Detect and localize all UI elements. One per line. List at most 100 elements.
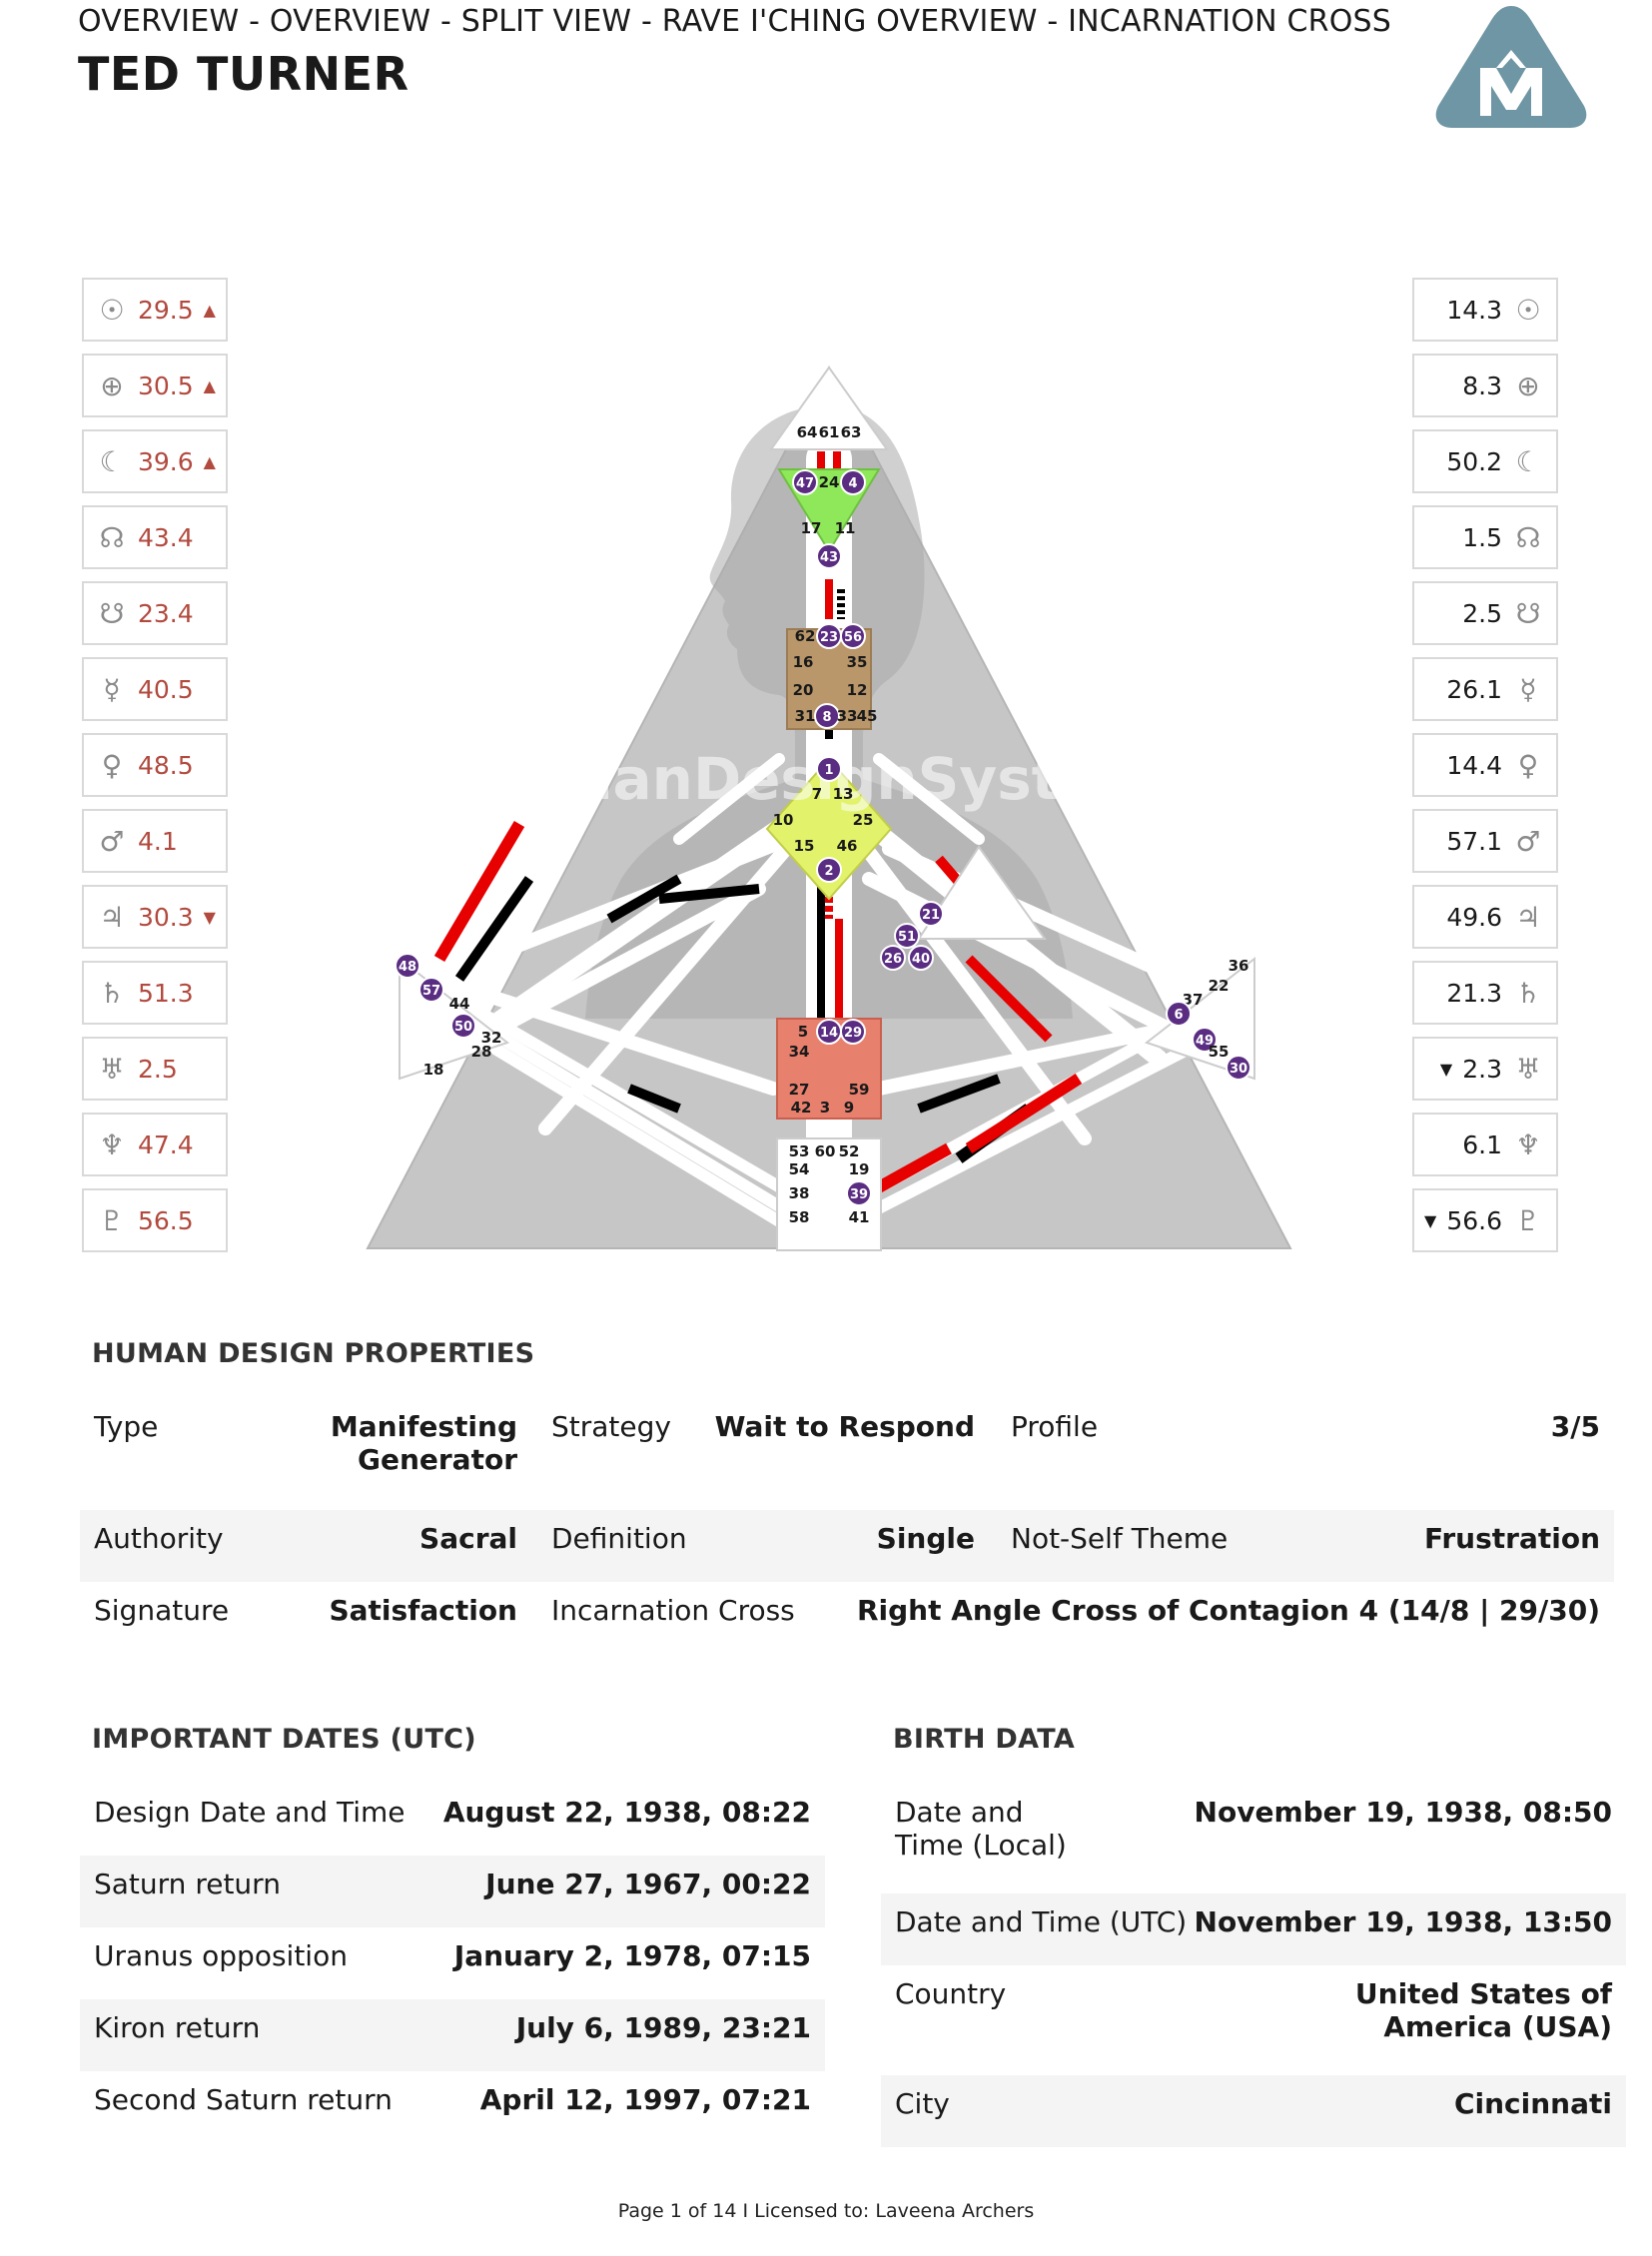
- row-value: November 19, 1938, 08:50: [1194, 1796, 1612, 1829]
- planet-row: ☊43.4: [82, 505, 228, 569]
- type-value: Manifesting Generator: [330, 1410, 517, 1476]
- row-value: July 6, 1989, 23:21: [515, 2011, 811, 2044]
- planet-gate-line: 51.3: [138, 978, 194, 1008]
- planet-row: 14.4♀: [1412, 733, 1558, 797]
- planet-row: 49.6♃: [1412, 885, 1558, 949]
- gate-number: 28: [471, 1043, 492, 1061]
- gate-number: 17: [801, 519, 822, 537]
- planet-row: 26.1☿: [1412, 657, 1558, 721]
- head-center: [769, 366, 889, 450]
- gate-badge: [840, 469, 866, 495]
- personality-planets-column: 14.3☉8.3⊕50.2☾1.5☊2.5☋26.1☿14.4♀57.1♂49.…: [1412, 278, 1558, 1264]
- south-node-icon: ☋: [1515, 596, 1541, 630]
- gate-number: 26: [884, 952, 902, 967]
- gate-number: 64: [797, 423, 818, 441]
- planet-gate-line: 2.5: [138, 1054, 178, 1084]
- moon-icon: ☾: [99, 444, 125, 478]
- neptune-icon: ♆: [99, 1128, 125, 1161]
- gate-number: 45: [857, 707, 878, 725]
- gate-number: 40: [912, 952, 930, 967]
- bodygraph: TheHumanDesignSystem.com 646163472441711…: [360, 365, 1298, 1251]
- definition-value: Single: [876, 1522, 975, 1555]
- properties-row: Signature Satisfaction Incarnation Cross…: [80, 1582, 1614, 1690]
- planet-gate-line: 39.6: [138, 446, 194, 476]
- planet-row: 57.1♂: [1412, 809, 1558, 873]
- table-row: Date and Time (UTC)November 19, 1938, 13…: [881, 1893, 1626, 1965]
- uranus-icon: ♅: [1515, 1052, 1541, 1086]
- sun-icon: ☉: [1515, 293, 1541, 327]
- gate-number: 43: [820, 550, 838, 565]
- gate-number: 50: [454, 1020, 472, 1035]
- row-label: Date and Time (UTC): [895, 1905, 1188, 1938]
- authority-label: Authority: [94, 1522, 224, 1555]
- ego-center: [917, 845, 1047, 940]
- planet-gate-line: 43.4: [138, 522, 194, 552]
- exalted-arrow-icon: ▲: [203, 300, 216, 320]
- gate-number: 8: [822, 710, 831, 725]
- type-label: Type: [94, 1410, 159, 1443]
- properties-title: HUMAN DESIGN PROPERTIES: [92, 1338, 535, 1369]
- gate-badge: [792, 469, 818, 495]
- planet-gate-line: 30.5: [138, 371, 194, 400]
- planet-gate-line: 40.5: [138, 674, 194, 704]
- row-label: Country: [895, 1977, 1007, 2010]
- incarnation-cross-label: Incarnation Cross: [551, 1594, 795, 1627]
- planet-row: 14.3☉: [1412, 278, 1558, 342]
- not-self-theme-value: Frustration: [1424, 1522, 1600, 1555]
- row-label: Date and Time (Local): [895, 1796, 1067, 1862]
- properties-row: Type Manifesting Generator Strategy Wait…: [80, 1398, 1614, 1510]
- pluto-icon: ♇: [99, 1203, 125, 1237]
- gate-badge: [1226, 1055, 1251, 1081]
- strategy-value: Wait to Respond: [714, 1410, 975, 1443]
- birth-data-title: BIRTH DATA: [893, 1724, 1076, 1755]
- exalted-arrow-icon: ▲: [203, 376, 216, 395]
- row-label: Uranus opposition: [94, 1939, 348, 1972]
- planet-gate-line: 48.5: [138, 750, 194, 780]
- gate-badge: [395, 953, 420, 979]
- gate-number: 25: [853, 811, 874, 829]
- signature-value: Satisfaction: [329, 1594, 517, 1627]
- signature-label: Signature: [94, 1594, 230, 1627]
- profile-value: 3/5: [1550, 1410, 1600, 1443]
- earth-icon: ⊕: [100, 369, 124, 402]
- gate-number: 52: [839, 1142, 860, 1160]
- gate-number: 38: [789, 1184, 810, 1202]
- gate-number: 56: [844, 630, 862, 645]
- gate-badge: [840, 1019, 866, 1045]
- planet-gate-line: 2.5: [1462, 598, 1502, 628]
- solar-plexus-center: [1144, 956, 1255, 1081]
- gate-badge: [908, 945, 934, 971]
- gate-number: 19: [849, 1160, 870, 1178]
- row-value: August 22, 1938, 08:22: [442, 1796, 811, 1829]
- earth-icon: ⊕: [1516, 369, 1540, 402]
- gate-number: 61: [819, 423, 840, 441]
- planet-row: 6.1♆: [1412, 1113, 1558, 1176]
- planet-gate-line: 23.4: [138, 598, 194, 628]
- planet-gate-line: 4.1: [138, 826, 178, 856]
- planet-gate-line: 6.1: [1462, 1129, 1502, 1159]
- saturn-icon: ♄: [1515, 976, 1541, 1010]
- gate-number: 41: [849, 1208, 870, 1226]
- gate-number: 34: [789, 1043, 810, 1061]
- authority-value: Sacral: [419, 1522, 517, 1555]
- planet-row: ♄51.3: [82, 961, 228, 1025]
- gate-number: 5: [798, 1023, 808, 1041]
- strategy-label: Strategy: [551, 1410, 671, 1443]
- planet-gate-line: 50.2: [1446, 446, 1502, 476]
- planet-row: ♇56.5: [82, 1188, 228, 1252]
- page-title: TED TURNER: [78, 47, 410, 101]
- row-value: April 12, 1997, 07:21: [479, 2083, 811, 2116]
- planet-gate-line: 49.6: [1446, 902, 1502, 932]
- moon-icon: ☾: [1515, 444, 1541, 478]
- profile-label: Profile: [1011, 1410, 1099, 1443]
- planet-row: ☉29.5▲: [82, 278, 228, 342]
- gate-badge: [880, 945, 906, 971]
- gate-number: 48: [399, 960, 416, 975]
- planet-row: ▼2.3♅: [1412, 1037, 1558, 1101]
- page-footer: Page 1 of 14 I Licensed to: Laveena Arch…: [617, 2200, 1035, 2222]
- gate-number: 54: [789, 1160, 810, 1178]
- venus-icon: ♀: [1517, 748, 1539, 782]
